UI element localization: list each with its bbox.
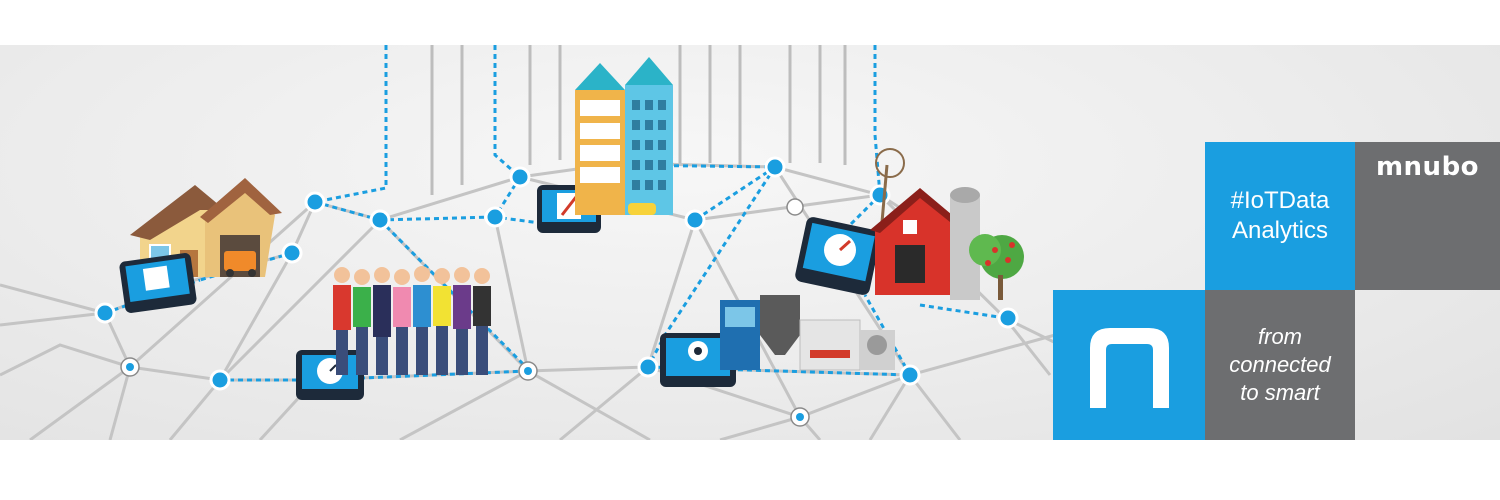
tablet-icon <box>660 333 736 387</box>
mnubo-logo-icon <box>1053 290 1206 440</box>
hashtag-line-2: Analytics <box>1231 217 1329 244</box>
people-group-icon <box>333 266 491 375</box>
office-building-icon <box>575 57 673 215</box>
brand-tile: mnubo <box>1355 142 1500 290</box>
tablet-icon <box>119 253 197 313</box>
slogan-line-1: from <box>1258 324 1302 349</box>
tablet-icon <box>795 217 881 295</box>
farm-barn-icon <box>870 148 1024 300</box>
hashtag-line-1: #IoTData <box>1230 187 1330 214</box>
iot-network-illustration <box>0 45 1061 440</box>
slogan-line-3: to smart <box>1240 380 1320 405</box>
factory-machines-icon <box>720 295 895 371</box>
brand-name: mnubo <box>1375 152 1480 182</box>
house-icon <box>130 178 282 277</box>
tablet-icon <box>296 350 364 400</box>
hero-banner: #IoTData Analytics mnubo from connected … <box>0 45 1500 440</box>
slogan-tile: from connected to smart <box>1205 290 1355 440</box>
hashtag-tile: #IoTData Analytics <box>1205 142 1355 290</box>
slogan-line-2: connected <box>1229 352 1331 377</box>
